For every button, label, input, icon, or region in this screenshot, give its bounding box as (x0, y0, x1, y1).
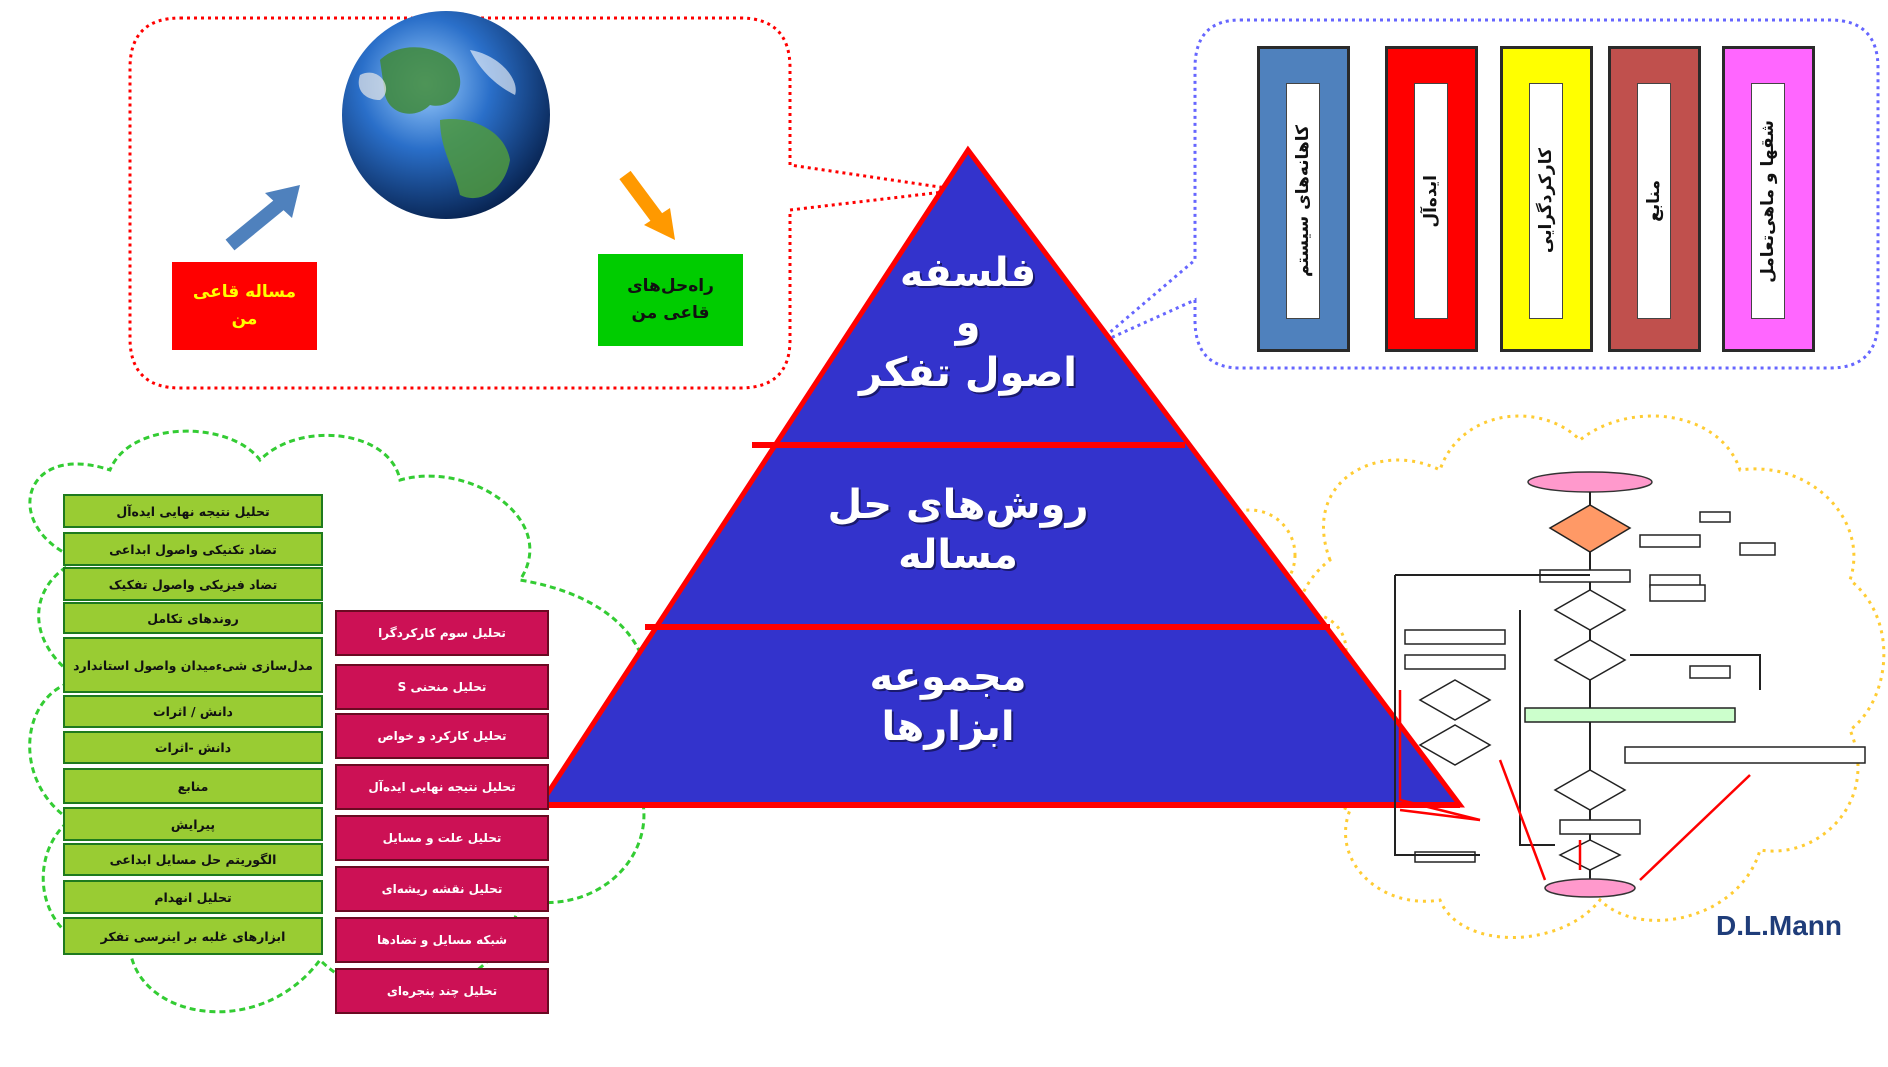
problem-label-line-1: مساله قاعی (192, 281, 297, 302)
pillar-functionality: کارکردگرایی (1500, 46, 1593, 352)
list-item: پیرایش (63, 807, 323, 841)
pyramid-top-label: فلسفه و اصول تفکر (838, 248, 1098, 398)
credit-label: D.L.Mann (1716, 910, 1842, 941)
pillar-interactions: شقها و ماهی‌تعامل (1722, 46, 1815, 352)
red-callout-bubble (128, 16, 961, 390)
pillar-ideal: ایده‌آل (1385, 46, 1478, 352)
pyramid-middle-line-1: روش‌های حل (827, 482, 1089, 528)
pillar-resources: منابع (1608, 46, 1701, 352)
yellow-small-circle-1 (1203, 508, 1297, 602)
list-item: تحلیل منحنی S (335, 664, 549, 710)
pillar-label: کاهانه‌های سیستم (1293, 124, 1313, 278)
list-item: دانش / اثرات (63, 695, 323, 728)
list-item: تحلیل چند پنجره‌ای (335, 968, 549, 1014)
arrow-down-right-icon (619, 170, 675, 240)
pyramid-bottom-label: مجموعه ابزارها (818, 652, 1078, 752)
list-item: روندهای تکامل (63, 602, 323, 634)
pillar-label: کارکردگرایی (1536, 148, 1556, 254)
pyramid-middle-line-2: مساله (898, 532, 1018, 578)
list-item: منابع (63, 768, 323, 804)
list-item: تضاد تکنیکی واصول ابداعی (63, 532, 323, 566)
list-item: تحلیل نتیجه نهایی ایده‌آل (63, 494, 323, 528)
list-item: تحلیل نقشه ریشه‌ای (335, 866, 549, 912)
pillar-label: ایده‌آل (1421, 174, 1441, 228)
flowchart-illustration (1394, 471, 1866, 898)
pyramid-bottom-line-1: مجموعه (869, 654, 1027, 700)
problem-label-box: مساله قاعی من (172, 262, 317, 350)
list-item: تضاد فیزیکی واصول تفکیک (63, 567, 323, 601)
pillar-label: شقها و ماهی‌تعامل (1758, 119, 1778, 283)
list-item: تحلیل کارکرد و خواص (335, 713, 549, 759)
pyramid-top-line-3: اصول تفکر (858, 350, 1078, 396)
pyramid (535, 145, 1466, 808)
yellow-cloud (1293, 414, 1886, 939)
list-item: ابزارهای غلبه بر اینرسی تفکر (63, 917, 323, 955)
arrow-up-right-icon (225, 185, 300, 251)
globe-icon (342, 11, 550, 219)
list-item: تحلیل سوم کارکرد‌گرا (335, 610, 549, 656)
pillar-label: منابع (1644, 180, 1664, 222)
pyramid-top-line-2: و (955, 300, 981, 346)
list-item: شبکه مسایل و تضادها (335, 917, 549, 963)
green-cloud (28, 429, 649, 1014)
list-item: تحلیل انهدام (63, 880, 323, 914)
solution-label-line-1: راه‌حل‌های (627, 275, 714, 296)
list-item: الگوریتم حل مسایل ابداعی (63, 843, 323, 876)
pyramid-middle-label: روش‌های حل مساله (778, 480, 1138, 580)
list-item: تحلیل علت و مسایل (335, 815, 549, 861)
pillar-system-levels: کاهانه‌های سیستم (1257, 46, 1350, 352)
solution-label-box: راه‌حل‌های قاعی من (598, 254, 743, 346)
blue-callout-bubble (1094, 18, 1880, 370)
list-item: تحلیل نتیجه نهایی ایده‌آل (335, 764, 549, 810)
list-item: مدل‌سازی شیء‌میدان واصول استاندارد (63, 637, 323, 693)
solution-label-line-2: قاعی من (631, 303, 710, 323)
pyramid-top-line-1: فلسفه (899, 250, 1037, 296)
list-item: دانش -اثرات (63, 731, 323, 764)
pyramid-bottom-line-2: ابزارها (881, 704, 1015, 750)
problem-label-line-2: من (231, 309, 258, 329)
